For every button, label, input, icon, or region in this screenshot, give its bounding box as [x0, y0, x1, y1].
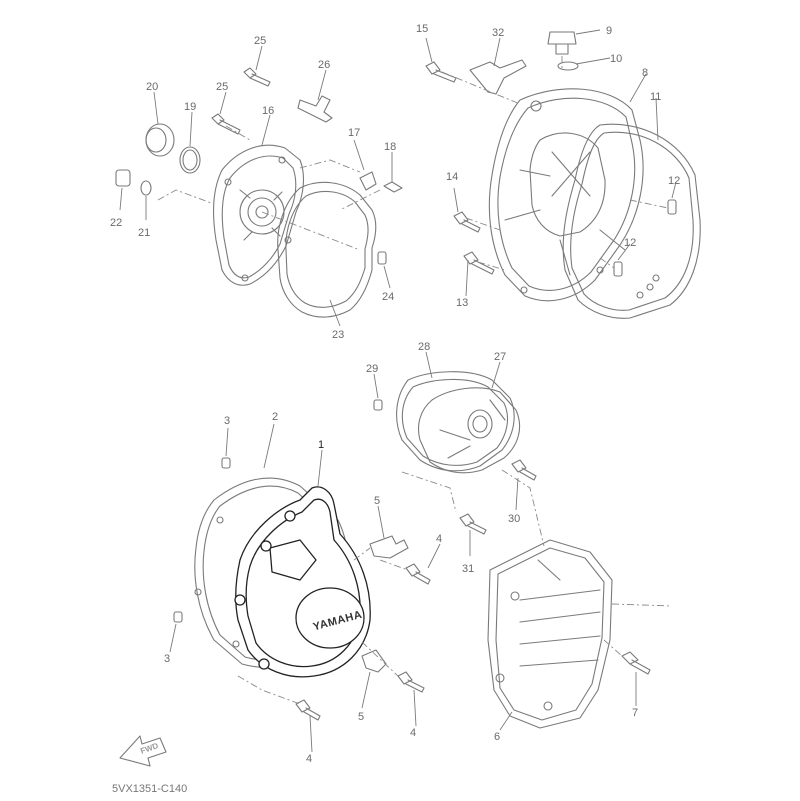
- callout-22: 22: [110, 217, 122, 229]
- dowel-3-lower: [173, 611, 183, 623]
- callout-9: 9: [606, 25, 612, 37]
- generator-cover-assembly: YAMAHA: [173, 457, 431, 721]
- bolt-14: [453, 211, 481, 233]
- dowel-12-upper: [667, 199, 677, 215]
- callout-6: 6: [494, 731, 500, 743]
- callout-4-lower-right: 4: [410, 727, 416, 739]
- callout-16: 16: [262, 105, 274, 117]
- callout-25-lower: 25: [216, 81, 228, 93]
- cover-8: [488, 88, 644, 302]
- cover-guard-assembly: [487, 539, 673, 729]
- callout-30: 30: [508, 513, 520, 525]
- crankcase-cover-assembly-left: [115, 67, 403, 318]
- bolt-25-lower: [211, 113, 241, 135]
- gasket-11: [562, 123, 701, 319]
- callout-10: 10: [610, 53, 622, 65]
- callout-19: 19: [184, 101, 196, 113]
- guard-6: [487, 539, 613, 729]
- callout-4-bottom: 4: [306, 753, 312, 765]
- callout-21: 21: [138, 227, 150, 239]
- callout-8: 8: [642, 67, 648, 79]
- cap-9: [547, 31, 577, 55]
- callout-4-right: 4: [436, 533, 442, 545]
- callout-labels: 1 2 3 3 4 4 4 5 5 6 7 8 9 10 11 12 12 13…: [110, 23, 680, 765]
- callout-28: 28: [418, 341, 430, 353]
- diagram-code: 5VX1351-C140: [112, 783, 187, 795]
- callout-26: 26: [318, 59, 330, 71]
- clamp-5-lower: [361, 649, 387, 673]
- dowel-3-upper: [221, 457, 231, 469]
- gasket-28: [396, 371, 515, 472]
- bolt-22: [115, 169, 131, 187]
- callout-24: 24: [382, 291, 394, 303]
- bolt-18: [383, 181, 403, 193]
- callout-5-upper: 5: [374, 495, 380, 507]
- callout-13: 13: [456, 297, 468, 309]
- bolt-15: [425, 61, 457, 83]
- callout-25-upper: 25: [254, 35, 266, 47]
- callout-3-lower: 3: [164, 653, 170, 665]
- callout-12-lower: 12: [624, 237, 636, 249]
- bolt-4-right: [405, 563, 431, 585]
- gasket-23: [277, 181, 377, 318]
- bolt-13: [463, 251, 495, 275]
- callout-17: 17: [348, 127, 360, 139]
- dowel-24: [377, 251, 387, 265]
- bolt-4-lower-right: [397, 671, 425, 693]
- callout-5-lower: 5: [358, 711, 364, 723]
- clamp-5-upper: [369, 535, 409, 559]
- bolt-4-bottom: [295, 699, 321, 721]
- pickup-cover-assembly: [373, 371, 545, 547]
- callout-2: 2: [272, 411, 278, 423]
- washer-21: [140, 180, 152, 196]
- callout-23: 23: [332, 329, 344, 341]
- callout-11: 11: [650, 91, 661, 103]
- callout-27: 27: [494, 351, 506, 363]
- clip-17: [359, 171, 377, 191]
- cover-16: [213, 144, 305, 286]
- callout-12-upper: 12: [668, 175, 680, 187]
- leader-lines: [119, 29, 677, 753]
- clutch-cover-assembly: [425, 31, 701, 319]
- bolt-7: [621, 651, 651, 675]
- dowel-29: [373, 399, 383, 411]
- callout-15: 15: [416, 23, 428, 35]
- bolt-30: [511, 459, 537, 481]
- cover-27: [417, 387, 521, 474]
- callout-20: 20: [146, 81, 158, 93]
- callout-14: 14: [446, 171, 458, 183]
- o-ring-19: [179, 146, 201, 174]
- bolt-25-upper: [243, 67, 271, 87]
- callout-29: 29: [366, 363, 378, 375]
- callout-31: 31: [462, 563, 474, 575]
- dowel-12-lower: [613, 261, 623, 277]
- callout-7: 7: [632, 707, 638, 719]
- callout-3-upper: 3: [224, 415, 230, 427]
- bolt-31: [459, 513, 487, 535]
- bracket-26: [297, 95, 333, 123]
- o-ring-10: [557, 61, 579, 71]
- callout-18: 18: [384, 141, 396, 153]
- bracket-32: [469, 59, 527, 95]
- callout-32: 32: [492, 27, 504, 39]
- callout-1: 1: [318, 439, 324, 451]
- fwd-arrow: FWD: [119, 735, 167, 767]
